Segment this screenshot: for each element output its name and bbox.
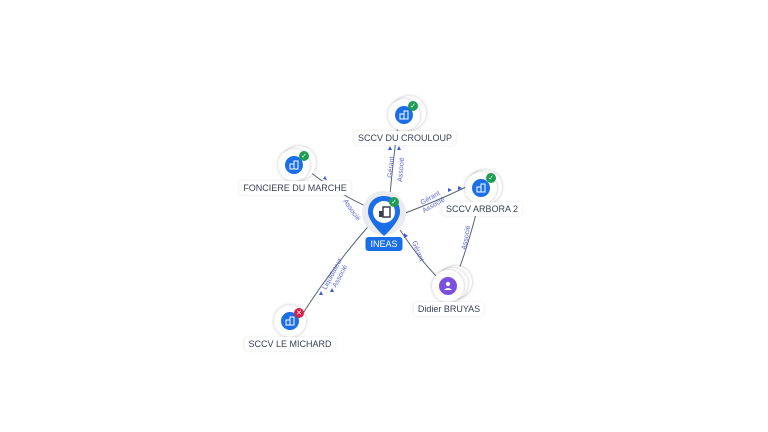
edge-arrow bbox=[319, 291, 323, 295]
edge-arrow bbox=[448, 188, 452, 192]
node-label: FONCIERE DU MARCHE bbox=[239, 181, 351, 195]
node-label: SCCV DU CROULOUP bbox=[353, 131, 457, 145]
edge-ineas-arbora bbox=[399, 184, 471, 216]
status-active-icon: ✓ bbox=[299, 151, 309, 161]
edge-ineas-michard bbox=[299, 221, 373, 319]
building-icon bbox=[379, 206, 391, 218]
node-label: SCCV LE MICHARD bbox=[244, 337, 336, 351]
edge-label: Associé bbox=[341, 198, 361, 222]
edge-arrow bbox=[323, 176, 327, 180]
status-active-icon: ✓ bbox=[486, 173, 496, 183]
edge-label: Associé bbox=[461, 225, 472, 250]
status-active-icon: ✓ bbox=[408, 101, 418, 111]
edge-label: Gérant bbox=[410, 240, 425, 263]
person-icon bbox=[439, 277, 457, 295]
node-label: Didier BRUYAS bbox=[413, 302, 485, 316]
building-icon bbox=[395, 106, 413, 124]
edge-arrow bbox=[330, 288, 334, 292]
building-icon bbox=[472, 179, 490, 197]
edge-arrow bbox=[458, 186, 462, 190]
status-active-icon: ✓ bbox=[389, 197, 399, 207]
edge-arrow bbox=[388, 146, 392, 150]
edge-arrow bbox=[397, 146, 401, 150]
edge-label: Associé bbox=[397, 157, 406, 182]
edge-arrow bbox=[404, 233, 408, 238]
status-closed-icon: ✕ bbox=[294, 308, 304, 318]
node-label: INEAS bbox=[365, 237, 403, 251]
building-icon bbox=[285, 156, 303, 174]
edge-label: Gérant bbox=[387, 156, 396, 178]
node-label: SCCV ARBORA 2 bbox=[441, 202, 523, 216]
